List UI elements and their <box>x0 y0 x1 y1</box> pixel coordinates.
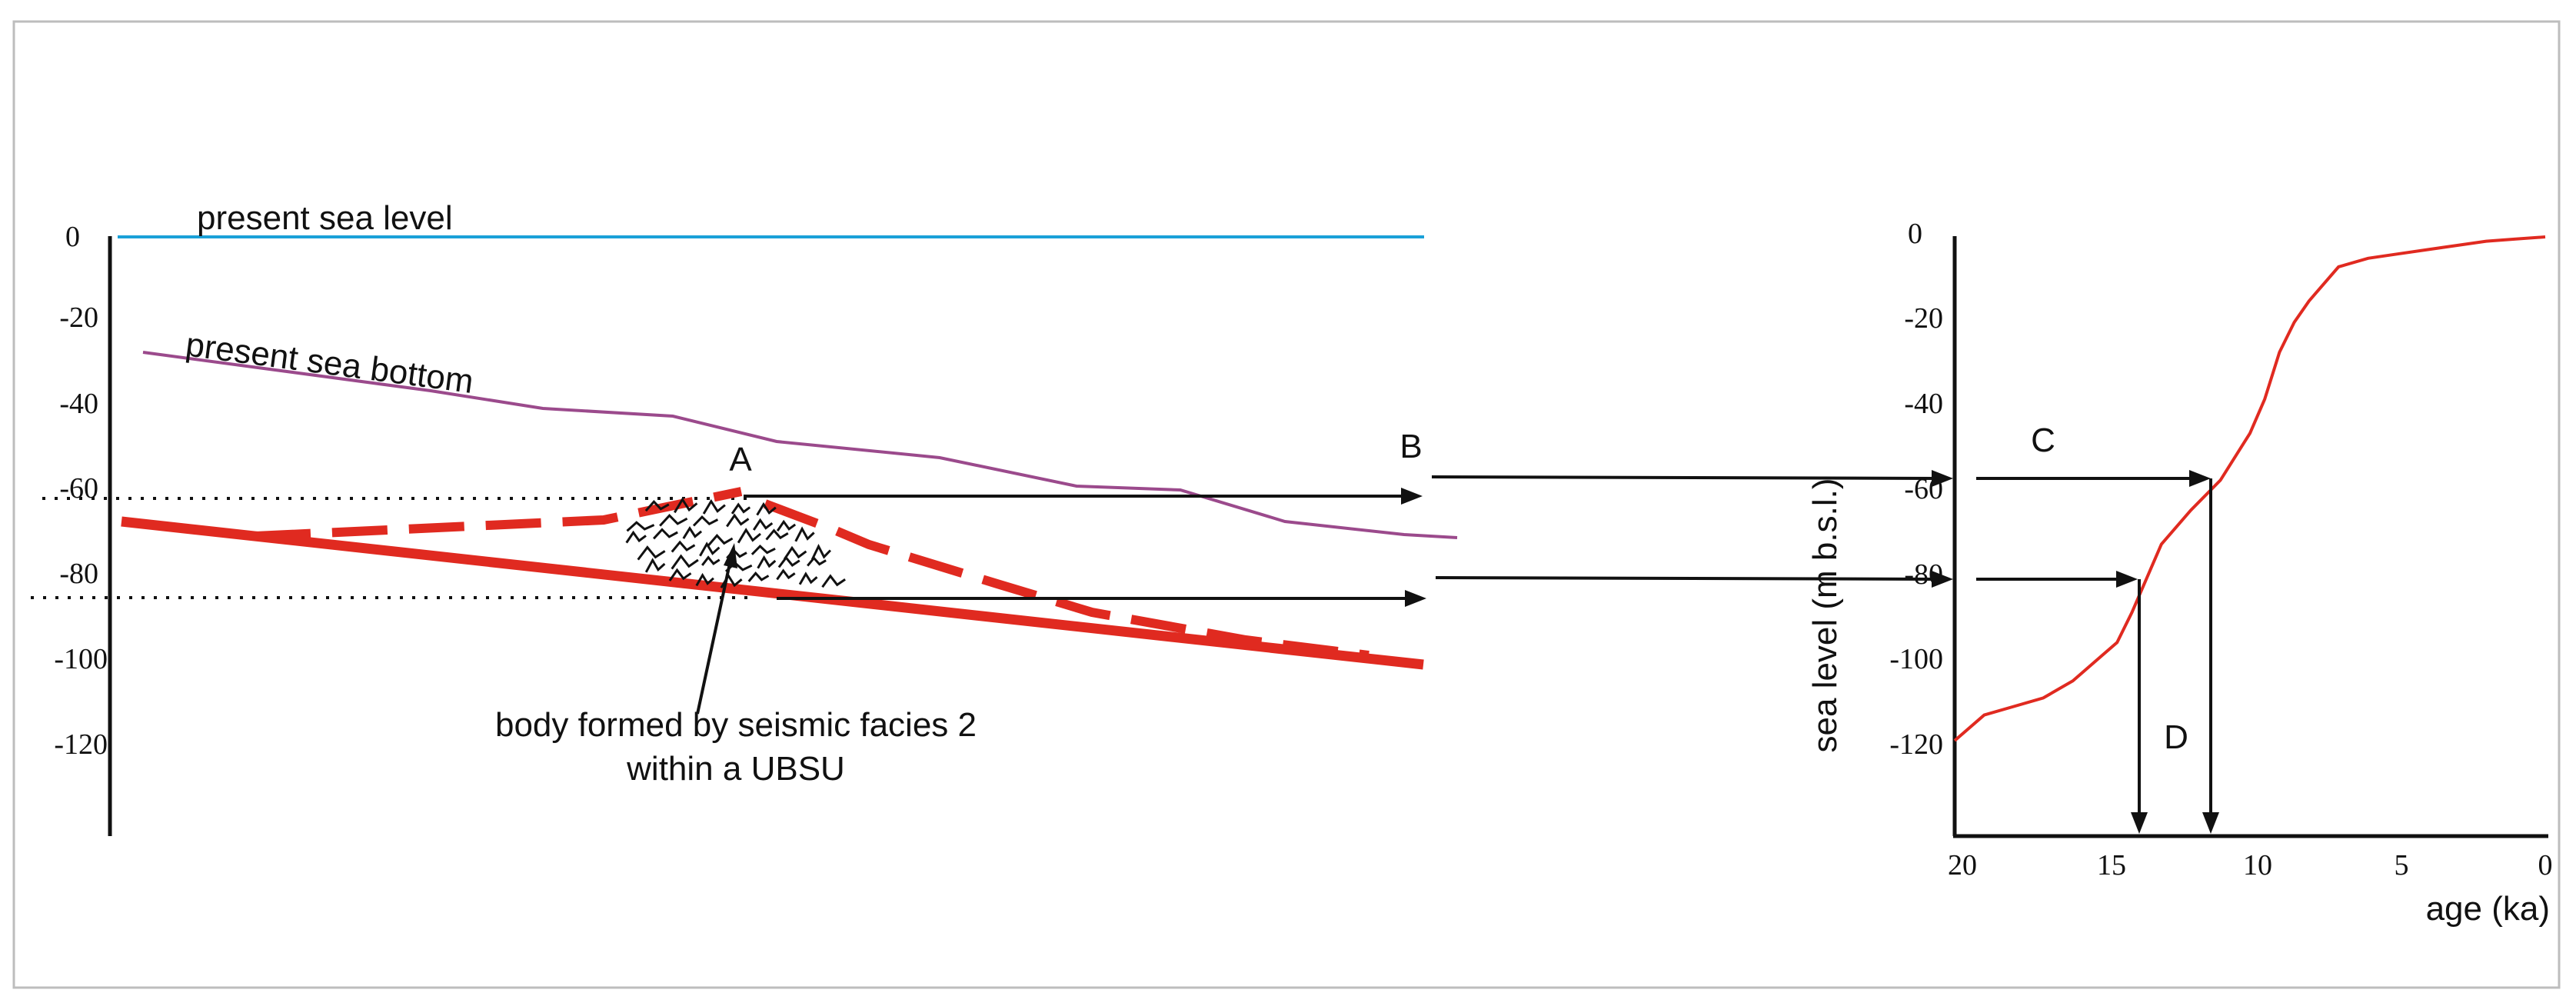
ubsu-dashed-seaward-boundary <box>763 499 1370 660</box>
facies-squiggle-7 <box>692 515 719 527</box>
x-tick-10: 10 <box>2243 849 2272 881</box>
left-tick-0: 0 <box>65 221 80 253</box>
figure-frame <box>12 20 2561 989</box>
left-tick-40: -40 <box>59 388 98 420</box>
right-panel-chart: 0 -20 -40 -60 -80 -100 -120 20 15 10 5 0… <box>1806 218 2553 928</box>
facies-squiggle-32 <box>668 568 692 581</box>
facies-squiggle-17 <box>794 526 815 542</box>
facies-squiggle-31 <box>807 556 827 567</box>
right-tick-100: -100 <box>1889 643 1943 675</box>
facies-squiggle-19 <box>671 540 696 553</box>
facies-squiggle-37 <box>798 571 818 585</box>
ubsu-dashed-upper-boundary <box>255 487 743 541</box>
right-tick-60: -60 <box>1904 473 1943 505</box>
x-tick-15: 15 <box>2097 849 2126 881</box>
x-tick-5: 5 <box>2395 849 2409 881</box>
right-x-ticks: 20 15 10 5 0 <box>1948 849 2553 881</box>
reading-c-horizontal-head <box>2189 470 2211 487</box>
arrow-lower-connector-head <box>1932 571 1953 588</box>
left-tick-100: -100 <box>54 643 108 675</box>
right-tick-20: -20 <box>1904 302 1943 335</box>
facies-squiggle-8 <box>726 513 750 528</box>
facies-squiggle-0 <box>644 499 670 512</box>
right-tick-80: -80 <box>1904 558 1943 591</box>
sea-level-curve <box>1953 235 2546 742</box>
facies-squiggle-11 <box>625 530 647 544</box>
facies-squiggle-18 <box>637 545 666 561</box>
reading-c-vertical-head <box>2202 812 2219 834</box>
right-tick-0: 0 <box>1908 218 1922 250</box>
facies-squiggle-22 <box>751 545 776 555</box>
present-sea-bottom-label: present sea bottom <box>184 325 476 401</box>
x-tick-0: 0 <box>2538 849 2553 881</box>
facies-squiggle-5 <box>626 521 655 532</box>
right-tick-40: -40 <box>1904 388 1943 420</box>
arrow-upper-left-head <box>1401 488 1423 505</box>
facies-squiggle-25 <box>644 558 666 573</box>
left-y-ticks: 0 -20 -40 -60 -80 -100 -120 <box>54 221 108 761</box>
ubsu-basal-surface <box>121 516 1424 670</box>
facies-squiggle-14 <box>707 534 734 546</box>
seismic-facies-2-body <box>625 497 846 588</box>
arrow-lower-left-head <box>1405 590 1426 607</box>
right-tick-120: -120 <box>1889 728 1943 761</box>
facies-squiggle-26 <box>671 554 699 570</box>
label-b: B <box>1399 428 1422 465</box>
facies-squiggle-30 <box>777 555 800 568</box>
left-tick-80: -80 <box>59 558 98 590</box>
annotation-arrowhead <box>724 543 737 568</box>
y-axis-label: sea level (m b.s.l.) <box>1806 478 1844 753</box>
facies-squiggle-38 <box>821 574 846 588</box>
facies-squiggle-29 <box>757 555 777 569</box>
facies-squiggle-33 <box>695 572 714 587</box>
facies-squiggle-15 <box>737 528 761 544</box>
facies-squiggle-3 <box>731 502 751 515</box>
label-c: C <box>2031 422 2055 459</box>
annotation-pointer-line <box>696 559 732 715</box>
facies-squiggle-1 <box>674 497 698 514</box>
facies-squiggle-6 <box>659 514 688 527</box>
label-a: A <box>729 441 752 478</box>
reading-d-vertical-head <box>2131 812 2148 834</box>
left-tick-20: -20 <box>59 302 98 334</box>
present-sea-bottom-line <box>142 351 1458 539</box>
reading-d-horizontal-head <box>2116 571 2138 588</box>
facies-squiggle-36 <box>776 568 796 581</box>
facies-squiggle-20 <box>699 541 721 557</box>
facies-squiggle-16 <box>765 528 789 541</box>
label-d: D <box>2164 718 2188 756</box>
right-y-ticks: 0 -20 -40 -60 -80 -100 -120 <box>1889 218 1943 761</box>
facies-squiggle-4 <box>756 501 777 516</box>
facies-squiggle-27 <box>701 555 721 566</box>
facies-squiggle-23 <box>783 545 807 560</box>
facies-squiggle-10 <box>776 519 797 532</box>
arrow-upper-connector-head <box>1932 470 1953 487</box>
arrow-upper-connector <box>1431 475 1939 480</box>
left-panel: 0 -20 -40 -60 -80 -100 -120 present sea … <box>31 199 1953 836</box>
present-sea-level-label: present sea level <box>197 199 453 237</box>
facies-squiggle-12 <box>652 528 678 540</box>
facies-squiggle-13 <box>682 525 703 539</box>
x-tick-20: 20 <box>1948 849 1977 881</box>
facies-squiggle-9 <box>752 518 774 531</box>
facies-squiggle-24 <box>810 543 831 561</box>
x-axis-label: age (ka) <box>2426 890 2550 928</box>
annotation-line-2: within a UBSU <box>626 750 845 788</box>
facies-squiggle-2 <box>702 498 726 515</box>
left-tick-120: -120 <box>54 728 108 761</box>
annotation-line-1: body formed by seismic facies 2 <box>495 706 977 744</box>
facies-squiggle-35 <box>747 571 770 582</box>
arrow-lower-connector <box>1435 576 1939 581</box>
